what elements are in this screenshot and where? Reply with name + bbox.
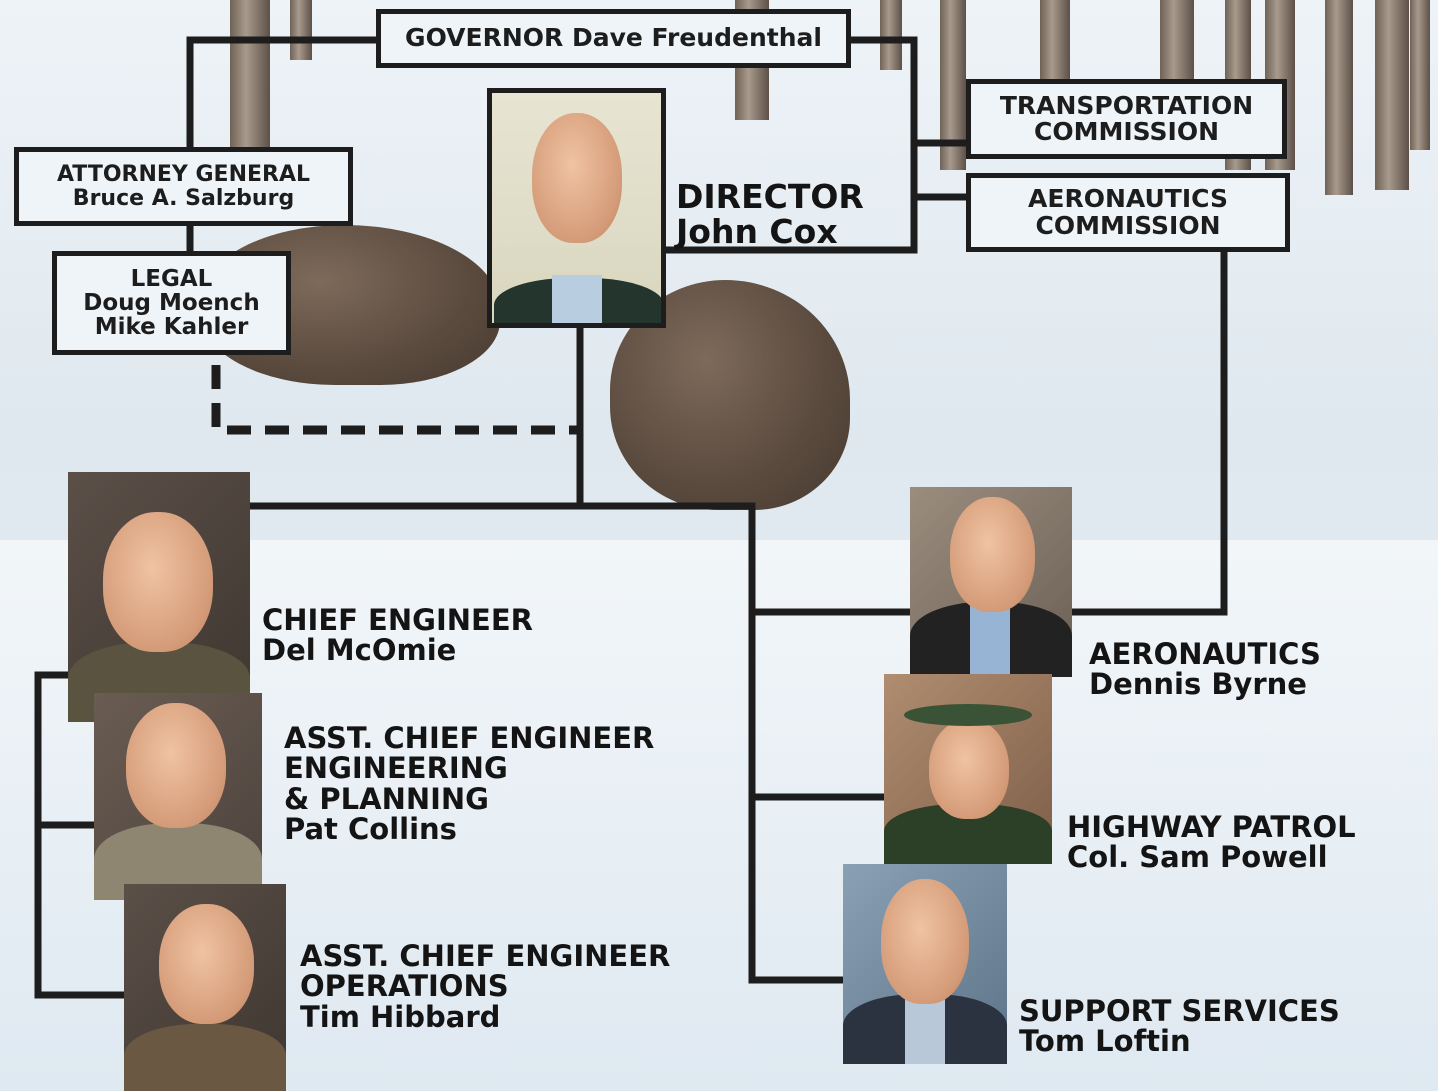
legal-title: LEGAL [130, 265, 213, 292]
legal-name: Doug Moench [83, 289, 260, 316]
tree-trunk [880, 0, 902, 70]
asst-chief-operations-caption: ASST. CHIEF ENGINEER OPERATIONS Tim Hibb… [300, 939, 671, 1034]
transportation-commission-box: TRANSPORTATION COMMISSION [966, 79, 1287, 159]
connector-legal-dashed [211, 365, 578, 435]
aeronautics-name: Dennis Byrne [1089, 667, 1307, 702]
asst-chief-engineering-name: Pat Collins [284, 812, 457, 847]
attorney-general-box: ATTORNEY GENERAL Bruce A. Salzburg [14, 147, 353, 226]
tree-trunk [290, 0, 312, 60]
connector-branch [246, 502, 847, 984]
asst-chief-engineering-photo [94, 693, 262, 900]
tree-trunk [1325, 0, 1353, 195]
asst-chief-operations-name: Tim Hibbard [300, 999, 501, 1034]
director-caption: DIRECTOR John Cox [676, 177, 864, 251]
tree-trunk [230, 0, 270, 170]
attorney-general-name: Bruce A. Salzburg [72, 185, 295, 211]
highway-patrol-name: Col. Sam Powell [1067, 840, 1328, 875]
transportation-commission-line: COMMISSION [1033, 117, 1220, 146]
aeronautics-commission-line: AERONAUTICS [1028, 184, 1228, 214]
aeronautics-commission-line: COMMISSION [1035, 210, 1221, 240]
chief-engineer-caption: CHIEF ENGINEER Del McOmie [262, 605, 533, 666]
asst-chief-operations-photo [124, 884, 286, 1091]
support-services-name: Tom Loftin [1019, 1024, 1191, 1059]
support-services-photo [843, 864, 1007, 1064]
aeronautics-photo [910, 487, 1072, 677]
connector-commission-aeronautics [1068, 246, 1228, 616]
chief-engineer-photo [68, 472, 250, 722]
director-name: John Cox [676, 211, 838, 251]
highway-patrol-caption: HIGHWAY PATROL Col. Sam Powell [1067, 812, 1356, 873]
attorney-general-title: ATTORNEY GENERAL [56, 162, 311, 188]
tree-trunk [1375, 0, 1409, 190]
asst-chief-engineering-line: ENGINEERING [284, 751, 508, 786]
support-services-title: SUPPORT SERVICES [1019, 994, 1340, 1028]
chief-engineer-title: CHIEF ENGINEER [262, 603, 533, 637]
highway-patrol-title: HIGHWAY PATROL [1067, 810, 1356, 844]
legal-box: LEGAL Doug Moench Mike Kahler [52, 251, 291, 355]
governor-box: GOVERNOR Dave Freudenthal [376, 9, 851, 68]
aeronautics-commission-box: AERONAUTICS COMMISSION [966, 173, 1290, 252]
asst-chief-engineering-line: & PLANNING [284, 781, 489, 816]
highway-patrol-photo [884, 674, 1052, 864]
director-title: DIRECTOR [676, 177, 864, 216]
aeronautics-title: AERONAUTICS [1089, 637, 1321, 671]
connector-engineering-bracket [34, 671, 128, 999]
legal-name: Mike Kahler [94, 314, 249, 341]
director-photo [487, 88, 666, 328]
aeronautics-caption: AERONAUTICS Dennis Byrne [1089, 639, 1321, 700]
transportation-commission-line: TRANSPORTATION [999, 90, 1254, 120]
asst-chief-engineering-caption: ASST. CHIEF ENGINEER ENGINEERING & PLANN… [284, 723, 654, 845]
asst-chief-operations-line: ASST. CHIEF ENGINEER [300, 939, 671, 973]
tree-trunk [1410, 0, 1430, 150]
asst-chief-operations-line: OPERATIONS [300, 969, 509, 1004]
governor-label: GOVERNOR Dave Freudenthal [405, 23, 822, 53]
support-services-caption: SUPPORT SERVICES Tom Loftin [1019, 996, 1340, 1057]
chief-engineer-name: Del McOmie [262, 633, 457, 668]
connector-governor-attorney [186, 36, 382, 154]
tree-trunk [1040, 0, 1070, 80]
tree-trunk [1160, 0, 1194, 90]
asst-chief-engineering-line: ASST. CHIEF ENGINEER [284, 721, 655, 755]
